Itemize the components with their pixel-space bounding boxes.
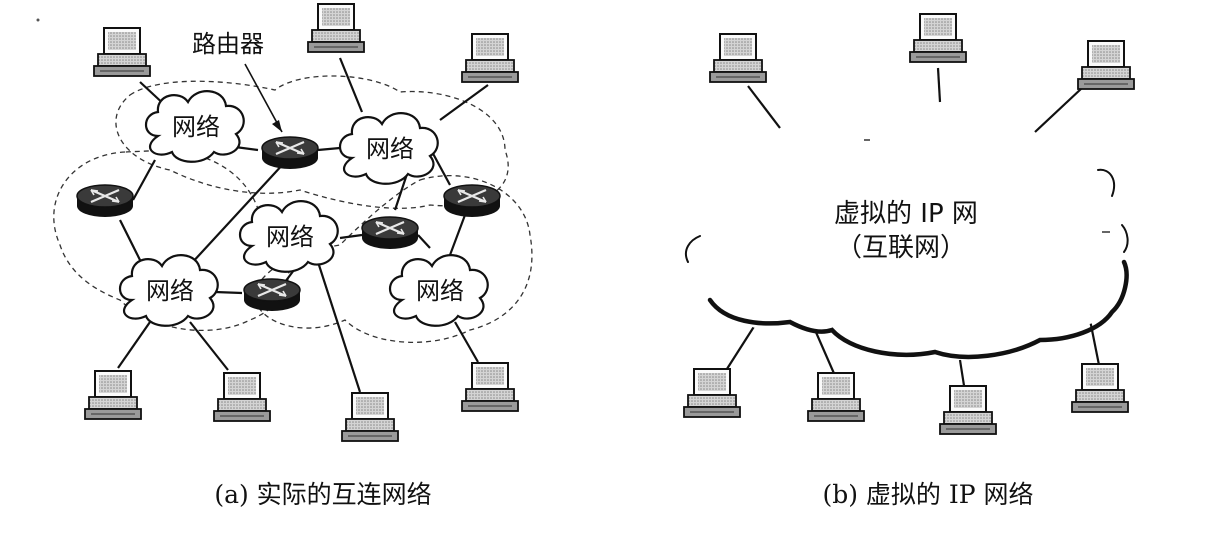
computer-icon: [683, 368, 741, 418]
router-icon: [75, 183, 135, 219]
computer-icon: [84, 370, 142, 420]
router-icon: [442, 183, 502, 219]
internet-label: （互联网）: [836, 233, 966, 263]
arrowhead-icon: [272, 120, 282, 132]
router-icon: [360, 215, 420, 251]
network-cloud: 网络: [388, 254, 489, 327]
computer-icon: [909, 13, 967, 63]
network-cloud: 网络: [238, 200, 339, 273]
router-icon: [260, 135, 320, 171]
cloud-outline-upper: [684, 168, 1129, 263]
network-cloud: 网络: [118, 254, 219, 327]
computer-icon: [341, 392, 399, 442]
computer-icon: [461, 33, 519, 83]
computer-icon: [461, 362, 519, 412]
virtual-ip-label: 虚拟的 IP 网: [834, 199, 978, 229]
computer-icon: [939, 385, 997, 435]
scan-dot: [36, 18, 40, 22]
caption-actual-internetwork: (a) 实际的互连网络: [214, 480, 431, 509]
router-label: 路由器: [192, 30, 264, 58]
network-label: 网络: [416, 277, 464, 305]
network-boundary-right: [254, 175, 533, 343]
network-label: 网络: [146, 277, 194, 305]
panel-virtual-ip-network: 虚拟的 IP 网 （互联网） (b) 虚拟的 IP 网络: [683, 13, 1135, 509]
virtual-ip-cloud: [691, 131, 1128, 358]
right-links: [724, 67, 1102, 393]
network-label: 网络: [266, 223, 314, 251]
network-label: 网络: [172, 113, 220, 141]
computer-icon: [1077, 40, 1135, 90]
computer-icon: [307, 3, 365, 53]
network-cloud: 网络: [144, 90, 245, 163]
computer-icon: [807, 372, 865, 422]
computer-icon: [1071, 363, 1129, 413]
caption-virtual-ip-network: (b) 虚拟的 IP 网络: [822, 480, 1033, 509]
computer-icon: [213, 372, 271, 422]
router-icon: [242, 277, 302, 313]
computer-icon: [93, 27, 151, 77]
panel-actual-internetwork: 网络 网络 网络 网络 网络 路由器: [53, 3, 533, 509]
cloud-outline-lower: [707, 259, 1129, 360]
network-boundary-left: [53, 149, 290, 331]
router-pointer-arrow: [244, 63, 283, 133]
computer-icon: [709, 33, 767, 83]
network-label: 网络: [366, 135, 414, 163]
network-cloud: 网络: [338, 112, 439, 185]
